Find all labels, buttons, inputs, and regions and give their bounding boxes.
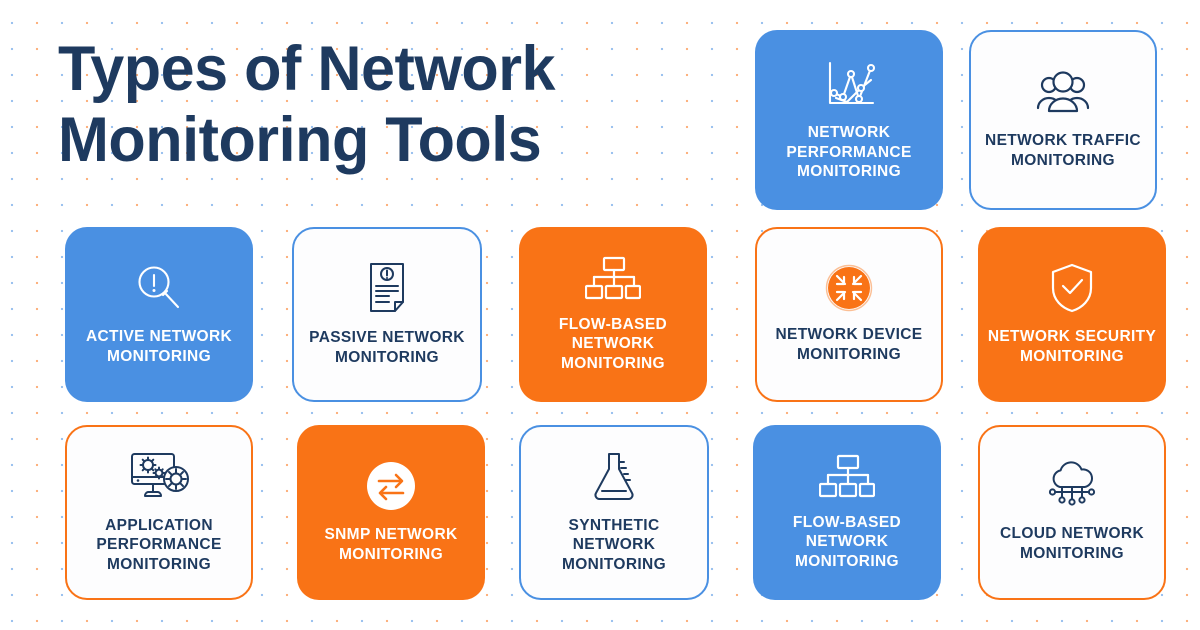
card-label: FLOW-BASED NETWORK MONITORING [558, 315, 668, 372]
card-label: NETWORK DEVICE MONITORING [775, 326, 923, 363]
card-network-security-monitoring[interactable]: NETWORK SECURITY MONITORING [978, 227, 1166, 402]
card-label: NETWORK SECURITY MONITORING [987, 328, 1157, 365]
card-flow-based-network-monitoring-2[interactable]: FLOW-BASED NETWORK MONITORING [753, 425, 941, 600]
flask-icon [590, 451, 638, 503]
card-label: FLOW-BASED NETWORK MONITORING [792, 513, 902, 570]
card-label: NETWORK PERFORMANCE MONITORING [786, 124, 912, 181]
card-label: APPLICATION PERFORMANCE MONITORING [96, 516, 222, 573]
card-network-performance-monitoring[interactable]: NETWORK PERFORMANCE MONITORING [755, 30, 943, 210]
hierarchy-sitemap-icon [819, 454, 875, 500]
card-synthetic-network-monitoring[interactable]: SYNTHETIC NETWORK MONITORING [519, 425, 709, 600]
card-label: SNMP NETWORK MONITORING [324, 526, 458, 563]
card-passive-network-monitoring[interactable]: PASSIVE NETWORK MONITORING [292, 227, 482, 402]
card-label: PASSIVE NETWORK MONITORING [309, 329, 465, 366]
card-network-device-monitoring[interactable]: NETWORK DEVICE MONITORING [755, 227, 943, 402]
card-network-traffic-monitoring[interactable]: NETWORK TRAFFIC MONITORING [969, 30, 1157, 210]
exchange-arrows-circle-icon [365, 460, 417, 512]
card-snmp-network-monitoring[interactable]: SNMP NETWORK MONITORING [297, 425, 485, 600]
collapse-arrows-circle-icon [825, 264, 873, 312]
card-application-performance-monitoring[interactable]: APPLICATION PERFORMANCE MONITORING [65, 425, 253, 600]
page-title: Types of Network Monitoring Tools [58, 34, 556, 175]
magnifier-alert-icon [133, 262, 185, 314]
card-label: ACTIVE NETWORK MONITORING [85, 328, 233, 365]
card-label: CLOUD NETWORK MONITORING [999, 525, 1145, 562]
card-cloud-network-monitoring[interactable]: CLOUD NETWORK MONITORING [978, 425, 1166, 600]
card-active-network-monitoring[interactable]: ACTIVE NETWORK MONITORING [65, 227, 253, 402]
hierarchy-sitemap-icon [585, 256, 641, 302]
shield-check-icon [1048, 262, 1096, 314]
cloud-network-icon [1043, 461, 1101, 511]
card-label: SYNTHETIC NETWORK MONITORING [562, 516, 666, 573]
card-flow-based-network-monitoring[interactable]: FLOW-BASED NETWORK MONITORING [519, 227, 707, 402]
user-group-icon [1033, 70, 1093, 118]
monitor-gears-icon [126, 451, 192, 503]
document-report-icon [365, 261, 409, 315]
line-chart-icon [821, 58, 877, 110]
card-label: NETWORK TRAFFIC MONITORING [985, 131, 1141, 169]
